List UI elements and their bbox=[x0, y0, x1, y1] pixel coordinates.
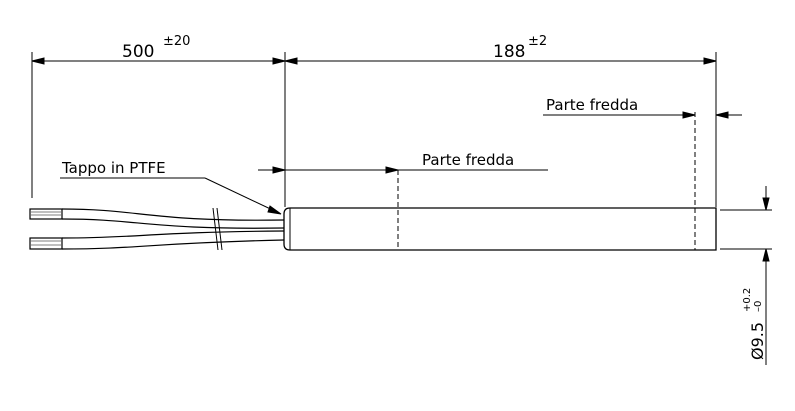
wire-lower-top bbox=[61, 230, 285, 239]
wire-tip-lower bbox=[29, 237, 63, 250]
wire-lower-bottom bbox=[61, 239, 285, 250]
arrow-188-left bbox=[284, 57, 298, 65]
arrow-diameter-top bbox=[762, 197, 770, 211]
break-mark-2 bbox=[216, 207, 223, 251]
dim-188-tolerance: ±2 bbox=[528, 34, 547, 49]
label-ptfe-cap: Tappo in PTFE bbox=[61, 159, 166, 177]
dim-500-value: 500 bbox=[122, 42, 154, 62]
arrow-cold-mid-right bbox=[385, 166, 399, 174]
wire-upper-bottom bbox=[61, 218, 285, 229]
arrow-500-left bbox=[31, 57, 45, 65]
dim-diameter-tol-plus: +0.2 bbox=[742, 288, 753, 312]
label-cold-zone-top: Parte fredda bbox=[546, 96, 638, 114]
arrow-cold-mid-left bbox=[272, 166, 286, 174]
break-mark-1 bbox=[212, 207, 219, 251]
heater-body bbox=[283, 207, 717, 251]
arrow-cap bbox=[267, 205, 282, 215]
dim-diameter-tol-minus: –0 bbox=[753, 301, 764, 312]
arrow-diameter-bottom bbox=[762, 248, 770, 262]
dim-diameter-value: Ø9.5 bbox=[748, 322, 767, 360]
diameter-label-group: Ø9.5 +0.2 –0 bbox=[742, 288, 767, 360]
cap-leader-diagonal bbox=[204, 177, 280, 214]
arrow-cold-top-right bbox=[715, 111, 729, 119]
arrow-188-right bbox=[703, 57, 717, 65]
arrow-cold-top-left bbox=[682, 111, 696, 119]
wire-tip-upper bbox=[29, 208, 63, 220]
label-cold-zone-mid: Parte fredda bbox=[422, 151, 514, 169]
arrow-500-right bbox=[272, 57, 286, 65]
wire-upper-top bbox=[61, 208, 285, 221]
dim-188-value: 188 bbox=[493, 42, 525, 62]
dim-500-tolerance: ±20 bbox=[163, 34, 190, 49]
